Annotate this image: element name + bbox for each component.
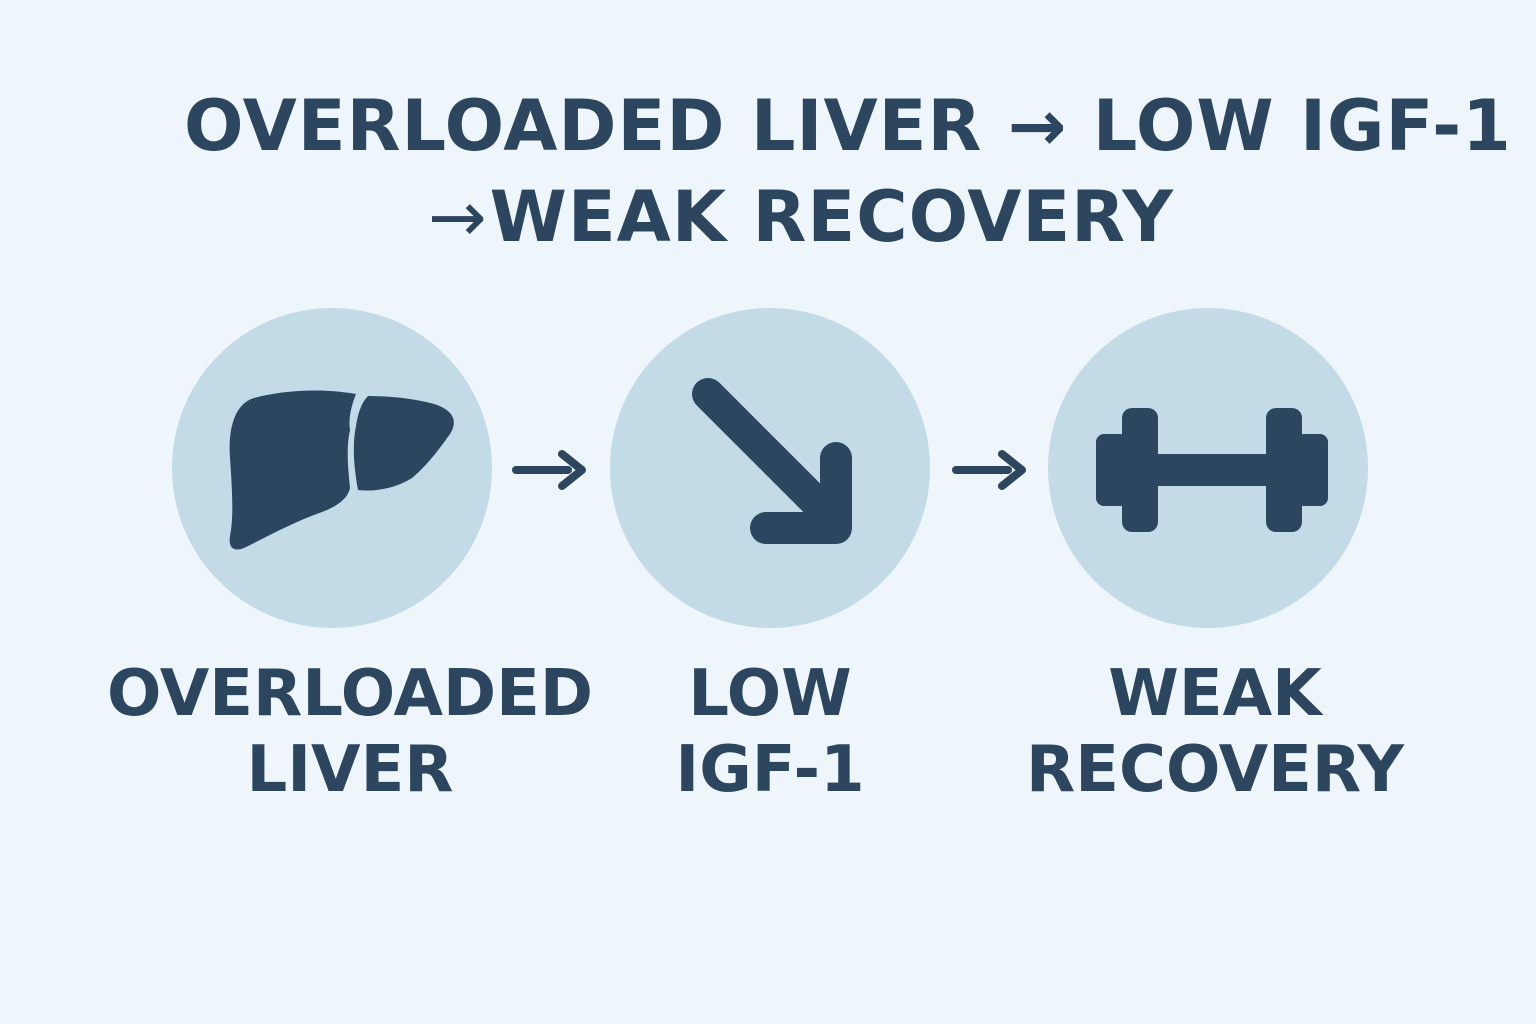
step-label-liver-line-2: LIVER (246, 733, 454, 807)
connector-arrow-1 (512, 450, 586, 490)
step-label-low-igf1-line-2: IGF-1 (675, 733, 865, 807)
step-label-low-igf1: LOW IGF-1 (510, 656, 1030, 808)
title-arrow: → (428, 176, 488, 258)
connector-arrow-2 (952, 450, 1026, 490)
title-line-1: OVERLOADED LIVER → LOW IGF-1 (184, 85, 1512, 167)
step-label-liver-line-1: OVERLOADED (107, 657, 593, 731)
title-line-2-text: WEAK RECOVERY (489, 176, 1174, 258)
step-label-weak-recovery-line-2: RECOVERY (1025, 733, 1405, 807)
dumbbell-icon (1096, 408, 1328, 532)
step-label-liver: OVERLOADED LIVER (90, 656, 610, 808)
title-line-2: →WEAK RECOVERY (428, 182, 1174, 252)
liver-icon (229, 390, 454, 550)
step-label-weak-recovery-line-1: WEAK (1108, 657, 1322, 731)
step-circle-weak-recovery (1048, 308, 1368, 628)
step-circle-liver (172, 308, 492, 628)
step-label-low-igf1-line-1: LOW (688, 657, 852, 731)
trend-down-arrow-icon (692, 378, 852, 544)
step-label-weak-recovery: WEAK RECOVERY (955, 656, 1475, 808)
step-circle-low-igf1 (610, 308, 930, 628)
